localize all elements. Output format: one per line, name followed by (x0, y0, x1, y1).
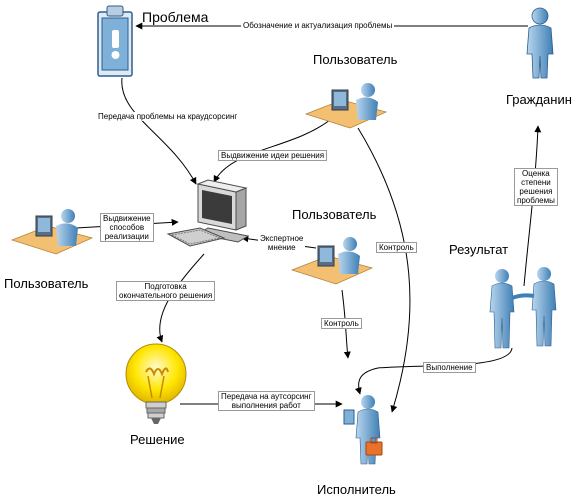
edge-label-outsource: Передача на аутсорсинг выполнения работ (218, 391, 315, 411)
handshake-icon (489, 267, 557, 349)
user-at-desk-icon (304, 83, 388, 129)
node-label-executor: Исполнитель (317, 482, 396, 497)
node-label-result: Результат (449, 242, 509, 257)
edge-label-designation: Обозначение и актуализация проблемы (241, 21, 395, 30)
user-at-desk-icon (10, 209, 94, 255)
node-label-citizen: Гражданин (506, 92, 572, 107)
edge-label-transfer-crowd: Передача проблемы на краудсорсинг (96, 112, 240, 121)
edge-label-execution: Выполнение (423, 362, 476, 373)
person-icon (526, 7, 554, 79)
node-label-user-top: Пользователь (313, 52, 398, 67)
edge-label-prep: Подготовка окончательного решения (116, 281, 216, 301)
edge-label-assess: Оценка степени решения проблемы (514, 168, 558, 206)
clipboard-icon (97, 5, 133, 77)
edge-label-expert: Экспертное мнение (258, 234, 306, 252)
edge-idea (213, 119, 331, 183)
lightbulb-icon (125, 343, 187, 424)
node-label-user-left: Пользователь (4, 276, 89, 291)
node-label-solution: Решение (130, 432, 185, 447)
edge-label-control-top: Контроль (376, 242, 417, 253)
node-label-problem: Проблема (142, 9, 209, 25)
edge-assess (523, 125, 542, 287)
edge-execution (354, 347, 513, 395)
edge-label-idea: Выдвижение идеи решения (218, 150, 328, 161)
computer-icon (166, 179, 250, 247)
briefcase-icon (365, 437, 383, 456)
edge-label-control-mid: Контроль (321, 318, 362, 329)
node-label-user-mid: Пользователь (292, 207, 377, 222)
edge-transfer-crowd (121, 77, 197, 185)
user-at-desk-icon (290, 237, 374, 285)
edge-control-top (357, 127, 411, 413)
edge-label-ways: Выдвижение способов реализации (100, 213, 154, 242)
